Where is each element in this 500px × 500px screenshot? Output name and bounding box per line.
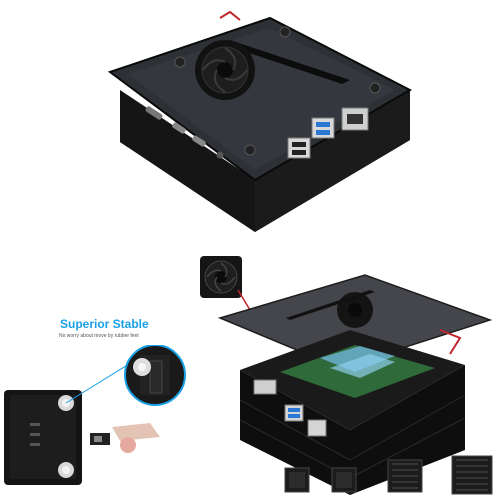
fan-icon	[200, 256, 251, 311]
rubber-feet-closeup	[4, 345, 186, 485]
heatsink-icon	[331, 467, 357, 493]
sd-card-icon	[90, 433, 110, 445]
feature-subtitle: No worry about move by rubber feet	[59, 333, 139, 339]
heatsink-icon	[387, 459, 423, 493]
feature-title: Superior Stable	[60, 317, 149, 331]
fan-icon	[195, 40, 255, 100]
heatsink-icon	[284, 467, 310, 493]
rubber-foot-icon	[58, 462, 74, 478]
heatsink-icon	[451, 455, 493, 495]
assembled-case-photo	[107, 10, 413, 232]
exploded-case-photo	[200, 256, 493, 495]
